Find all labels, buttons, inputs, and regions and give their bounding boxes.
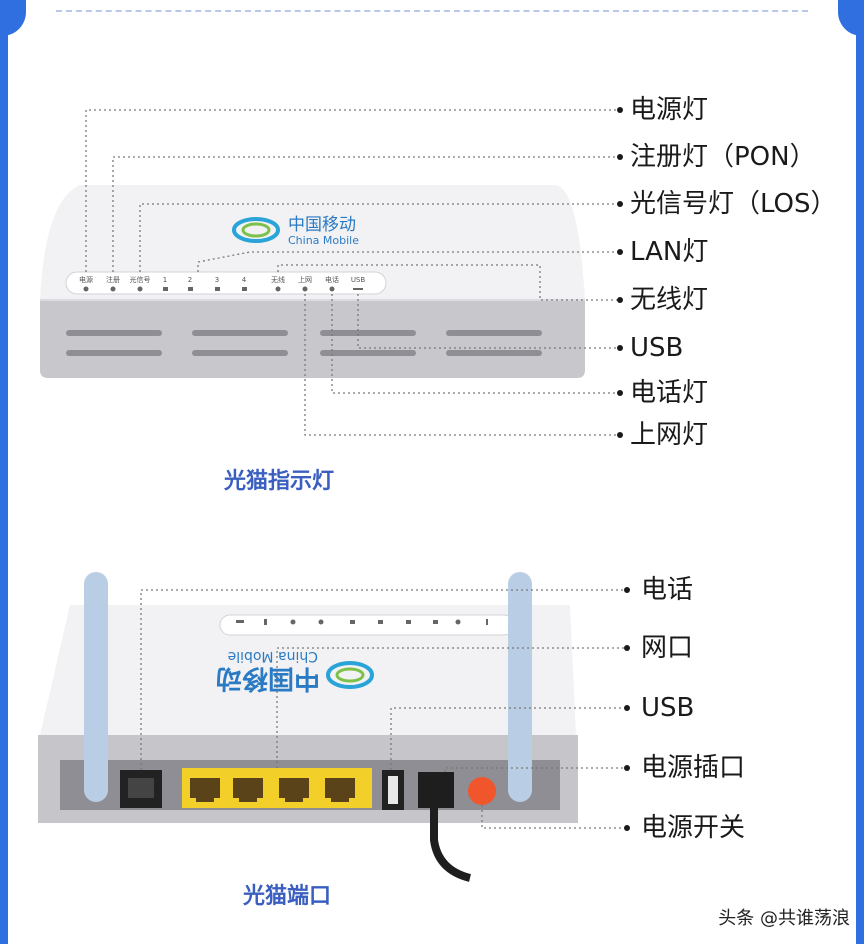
callout-usb-led: USB	[630, 333, 684, 363]
callout-register-led: 注册灯（PON）	[630, 142, 816, 172]
modem-front-view: 中国移动 China Mobile 电源 注册 光信号 1 2 3 4 无线 上…	[40, 185, 585, 378]
callout-phone-led: 电话灯	[630, 378, 709, 408]
front-body-base	[40, 300, 585, 378]
power-jack	[418, 772, 454, 808]
brand-name-cn-front: 中国移动	[288, 215, 356, 235]
frame-left-edge	[0, 0, 8, 944]
back-indicator-icons	[236, 619, 488, 625]
port-section-title: 光猫端口	[243, 884, 332, 909]
indicator-label: 3	[215, 276, 219, 284]
front-leader-lines	[85, 109, 618, 436]
indicator-icons	[83, 286, 363, 292]
callout-lan-led: LAN灯	[630, 237, 709, 267]
callout-internet-led: 上网灯	[630, 420, 709, 450]
callout-usb-port: USB	[641, 693, 695, 723]
indicator-label: USB	[351, 276, 366, 284]
indicator-label: 电源	[79, 275, 93, 284]
indicator-label: 注册	[106, 275, 120, 284]
callout-power-led: 电源灯	[630, 95, 709, 125]
callout-los-led: 光信号灯（LOS）	[630, 189, 837, 219]
callout-power-jack: 电源插口	[641, 753, 746, 783]
china-mobile-logo-back: 中国移动 China Mobile	[216, 648, 374, 693]
top-divider	[56, 10, 808, 12]
back-leader-dots	[624, 587, 630, 831]
callout-phone-port: 电话	[641, 575, 694, 605]
indicator-label: 无线	[271, 275, 285, 284]
brand-name-en-back: China Mobile	[228, 648, 318, 664]
indicator-label: 光信号	[130, 275, 151, 284]
antenna-left	[84, 572, 108, 802]
callout-lan-port: 网口	[641, 633, 694, 663]
china-mobile-logo-front: 中国移动 China Mobile	[232, 215, 359, 247]
indicator-label: 电话	[325, 275, 339, 284]
front-vents	[66, 330, 542, 356]
brand-name-en-front: China Mobile	[288, 234, 359, 247]
callout-power-switch: 电源开关	[641, 813, 746, 843]
back-body-top	[40, 605, 576, 735]
modem-back-view: 中国移动 China Mobile	[38, 572, 578, 882]
indicator-label: 2	[188, 276, 192, 284]
callout-wireless-led: 无线灯	[630, 285, 709, 315]
indicator-labels: 电源 注册 光信号 1 2 3 4 无线 上网 电话 USB	[79, 275, 365, 284]
indicator-section-title: 光猫指示灯	[224, 469, 335, 494]
indicator-label: 1	[163, 276, 167, 284]
power-cable	[430, 808, 472, 882]
lan-ports	[190, 778, 355, 802]
front-leader-dots	[617, 107, 623, 438]
front-body-top	[40, 185, 585, 300]
antenna-right	[508, 572, 532, 802]
indicator-label: 4	[242, 276, 247, 284]
frame-right-edge	[856, 0, 864, 944]
brand-name-cn-back: 中国移动	[216, 663, 320, 693]
power-switch	[468, 777, 496, 805]
indicator-label: 上网	[298, 275, 312, 284]
back-leader-lines	[140, 589, 624, 829]
watermark: 头条 @共谁荡浪	[718, 908, 850, 929]
